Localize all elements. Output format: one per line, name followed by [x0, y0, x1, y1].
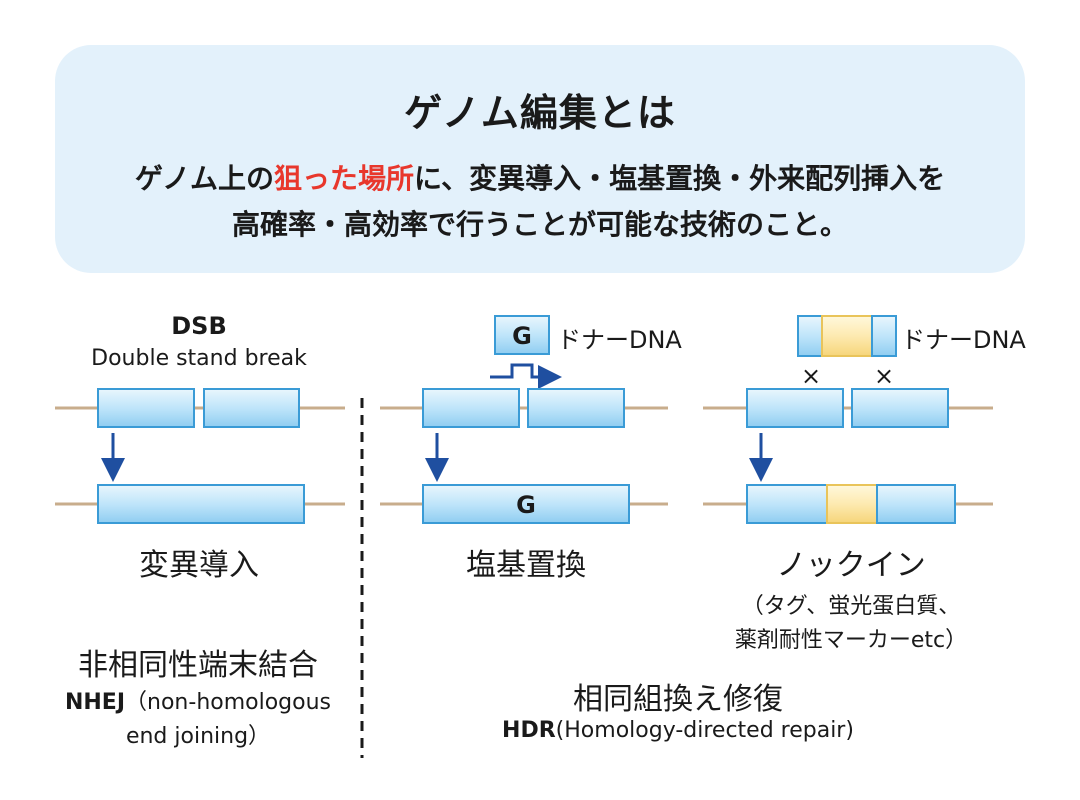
nhej-full-2: end joining）	[125, 724, 271, 749]
description-rest: に、変異導入・塩基置換・外来配列挿入を	[414, 162, 946, 195]
donor-insert-block	[821, 315, 873, 357]
nhej-abbr-line: NHEJ（non-homologous	[65, 684, 331, 716]
caption-knockin: ノックイン	[776, 548, 926, 583]
dna-block-1-joined	[97, 484, 305, 524]
donor-block-right	[871, 315, 897, 357]
dna-block-3a	[746, 388, 844, 428]
donor-block-left	[797, 315, 823, 357]
donor-dna-label: ドナーDNA	[557, 326, 682, 354]
description-prefix: ゲノム上の	[134, 162, 274, 195]
caption-mutation: 変異導入	[139, 548, 259, 583]
dna-block-3-right	[876, 484, 956, 524]
dna-block-2a	[422, 388, 520, 428]
dsb-subtitle: Double stand break	[91, 346, 307, 371]
dna-block-1b	[203, 388, 300, 428]
donor-dna-label: ドナーDNA	[901, 326, 1026, 354]
hdr-name: 相同組換え修復	[573, 682, 783, 717]
insert-path-arrow-icon	[490, 363, 562, 389]
knockin-note-1: （タグ、蛍光蛋白質、	[741, 594, 961, 619]
header-box	[55, 45, 1025, 273]
substituted-g-letter: G	[516, 491, 536, 519]
caption-substitution: 塩基置換	[466, 548, 586, 583]
description-highlight: 狙った場所	[273, 162, 414, 195]
hdr-abbr-line: HDR(Homology-directed repair)	[502, 718, 854, 743]
page-title: ゲノム編集とは	[404, 91, 676, 135]
crossover-mark-left: ×	[801, 362, 821, 390]
dna-block-2b	[527, 388, 625, 428]
donor-dna-block-g	[494, 315, 550, 355]
hdr-abbr: HDR	[502, 718, 556, 743]
dsb-title: DSB	[171, 312, 227, 340]
description-line-2: 高確率・高効率で行うことが可能な技術のこと。	[231, 208, 848, 241]
dna-block-3-insert	[826, 484, 878, 524]
hdr-full: (Homology-directed repair)	[555, 718, 854, 743]
dna-block-1a	[97, 388, 195, 428]
knockin-note-2: 薬剤耐性マーカーetc）	[734, 628, 968, 653]
donor-g-letter: G	[512, 322, 532, 350]
dna-block-3-left	[746, 484, 828, 524]
dna-block-2-substituted	[422, 484, 630, 524]
description-line-1: ゲノム上の狙った場所に、変異導入・塩基置換・外来配列挿入を	[0, 157, 1080, 197]
crossover-mark-right: ×	[874, 362, 894, 390]
nhej-full-1: （non-homologous	[125, 690, 332, 715]
nhej-name: 非相同性端末結合	[78, 648, 318, 683]
nhej-abbr: NHEJ	[64, 690, 126, 715]
dna-block-3b	[851, 388, 949, 428]
